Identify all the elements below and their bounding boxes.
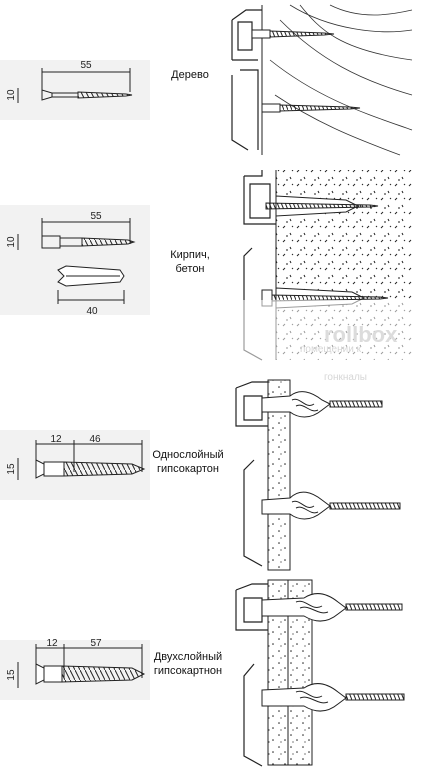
- wood-diameter-dim: 10: [6, 89, 17, 101]
- double-head-dim: 12: [46, 638, 58, 649]
- label-wood-line: Дерево: [171, 69, 209, 81]
- label-single-drywall: Однослойный гипсокартон: [146, 448, 230, 476]
- double-drywall-installation: [235, 579, 405, 767]
- watermark-logo: rollbox: [324, 322, 398, 347]
- watermark-text: гонкналы: [324, 372, 367, 383]
- double-drywall-anchor-drawing: 12 57 15: [6, 638, 146, 688]
- wood-length-dim: 55: [80, 60, 92, 71]
- brick-diameter-dim: 10: [6, 236, 17, 248]
- label-single-line: гипсокартон: [156, 463, 219, 475]
- label-brick: Кирпич, бетон: [152, 248, 228, 276]
- label-brick-line: Кирпич,: [170, 249, 210, 261]
- double-length-dim: 57: [90, 638, 102, 649]
- single-drywall-installation: [235, 379, 401, 571]
- scan-shade: [0, 60, 150, 120]
- watermark-text: помещении к: [300, 344, 361, 355]
- single-head-dim: 12: [50, 434, 62, 445]
- label-single-line: Однослойный: [152, 449, 224, 461]
- scan-shade: [0, 205, 150, 315]
- brick-length-dim: 55: [90, 211, 102, 222]
- single-length-dim: 46: [89, 434, 101, 445]
- wood-installation: [231, 4, 413, 156]
- label-double-drywall: Двухслойный гипсокартнон: [146, 650, 230, 678]
- label-brick-line: бетон: [175, 263, 205, 275]
- plug-length-dim: 40: [86, 306, 98, 317]
- label-double-line: Двухслойный: [153, 651, 223, 663]
- double-diameter-dim: 15: [6, 669, 17, 681]
- single-drywall-anchor-drawing: 12 46 15: [6, 434, 146, 480]
- label-wood: Дерево: [152, 68, 228, 82]
- label-double-line: гипсокартнон: [153, 665, 223, 677]
- brick-screw-drawing: 55 10 40: [6, 211, 136, 317]
- single-diameter-dim: 15: [6, 463, 17, 475]
- wood-screw-drawing: 55 10: [6, 60, 133, 103]
